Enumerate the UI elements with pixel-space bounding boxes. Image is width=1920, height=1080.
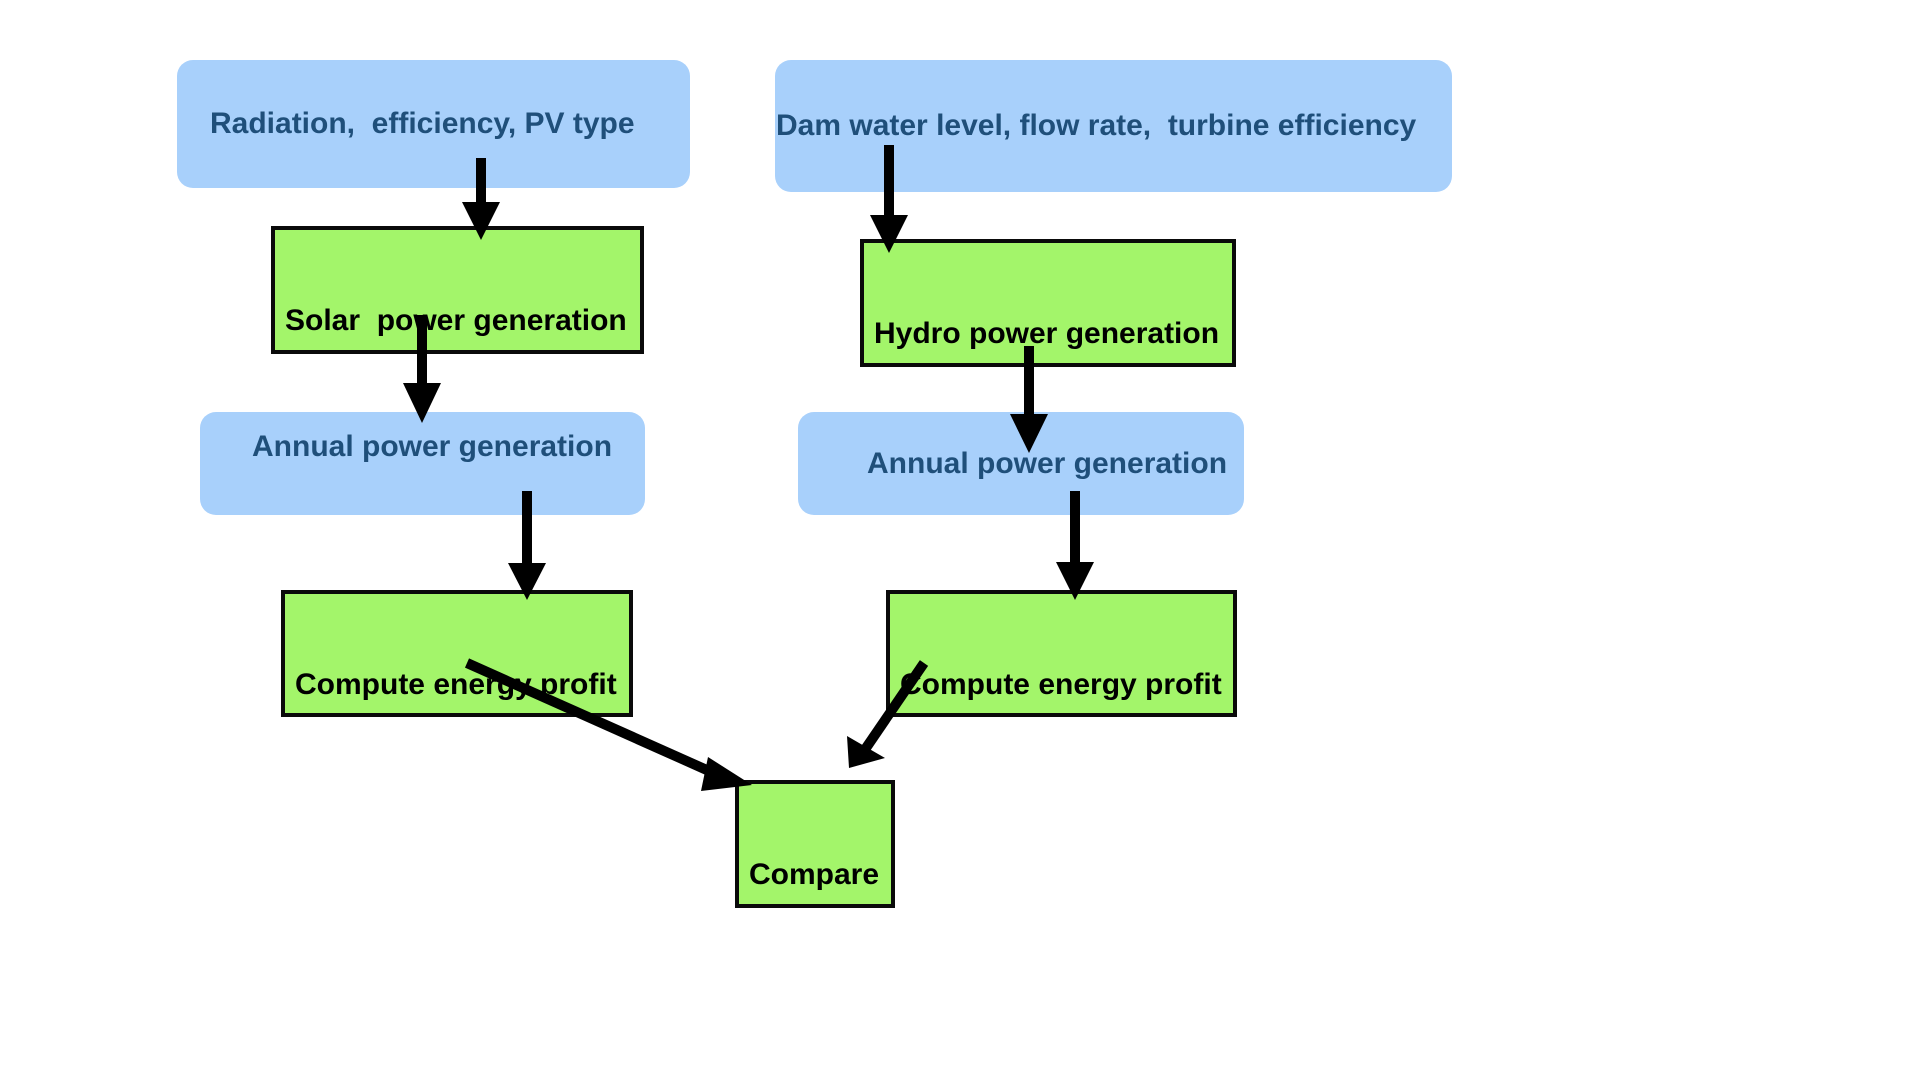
solar-inputs-label: Radiation, efficiency, PV type [210,107,635,140]
hydro-profit-label: Compute energy profit [900,668,1222,701]
hydro-profit-node: Compute energy profit [886,590,1237,717]
compare-label: Compare [749,858,880,891]
solar-profit-node: Compute energy profit [281,590,633,717]
solar-generation-label: Solar power generation [285,304,627,337]
solar-inputs-node: Radiation, efficiency, PV type [177,60,690,188]
solar-generation-node: Solar power generation [271,226,644,354]
compare-node: Compare [735,780,895,908]
arrowhead-hydro-profit [847,736,885,768]
hydro-generation-node: Hydro power generation [860,239,1236,367]
hydro-generation-label: Hydro power generation [874,317,1220,350]
hydro-inputs-node: Dam water level, flow rate, turbine effi… [775,60,1452,192]
solar-profit-label: Compute energy profit [295,668,617,701]
hydro-annual-node: Annual power generation [798,412,1244,515]
hydro-annual-label: Annual power generation [867,447,1228,480]
hydro-inputs-label: Dam water level, flow rate, turbine effi… [776,109,1417,142]
solar-annual-label: Annual power generation [252,430,613,463]
solar-annual-node: Annual power generation [200,412,645,515]
